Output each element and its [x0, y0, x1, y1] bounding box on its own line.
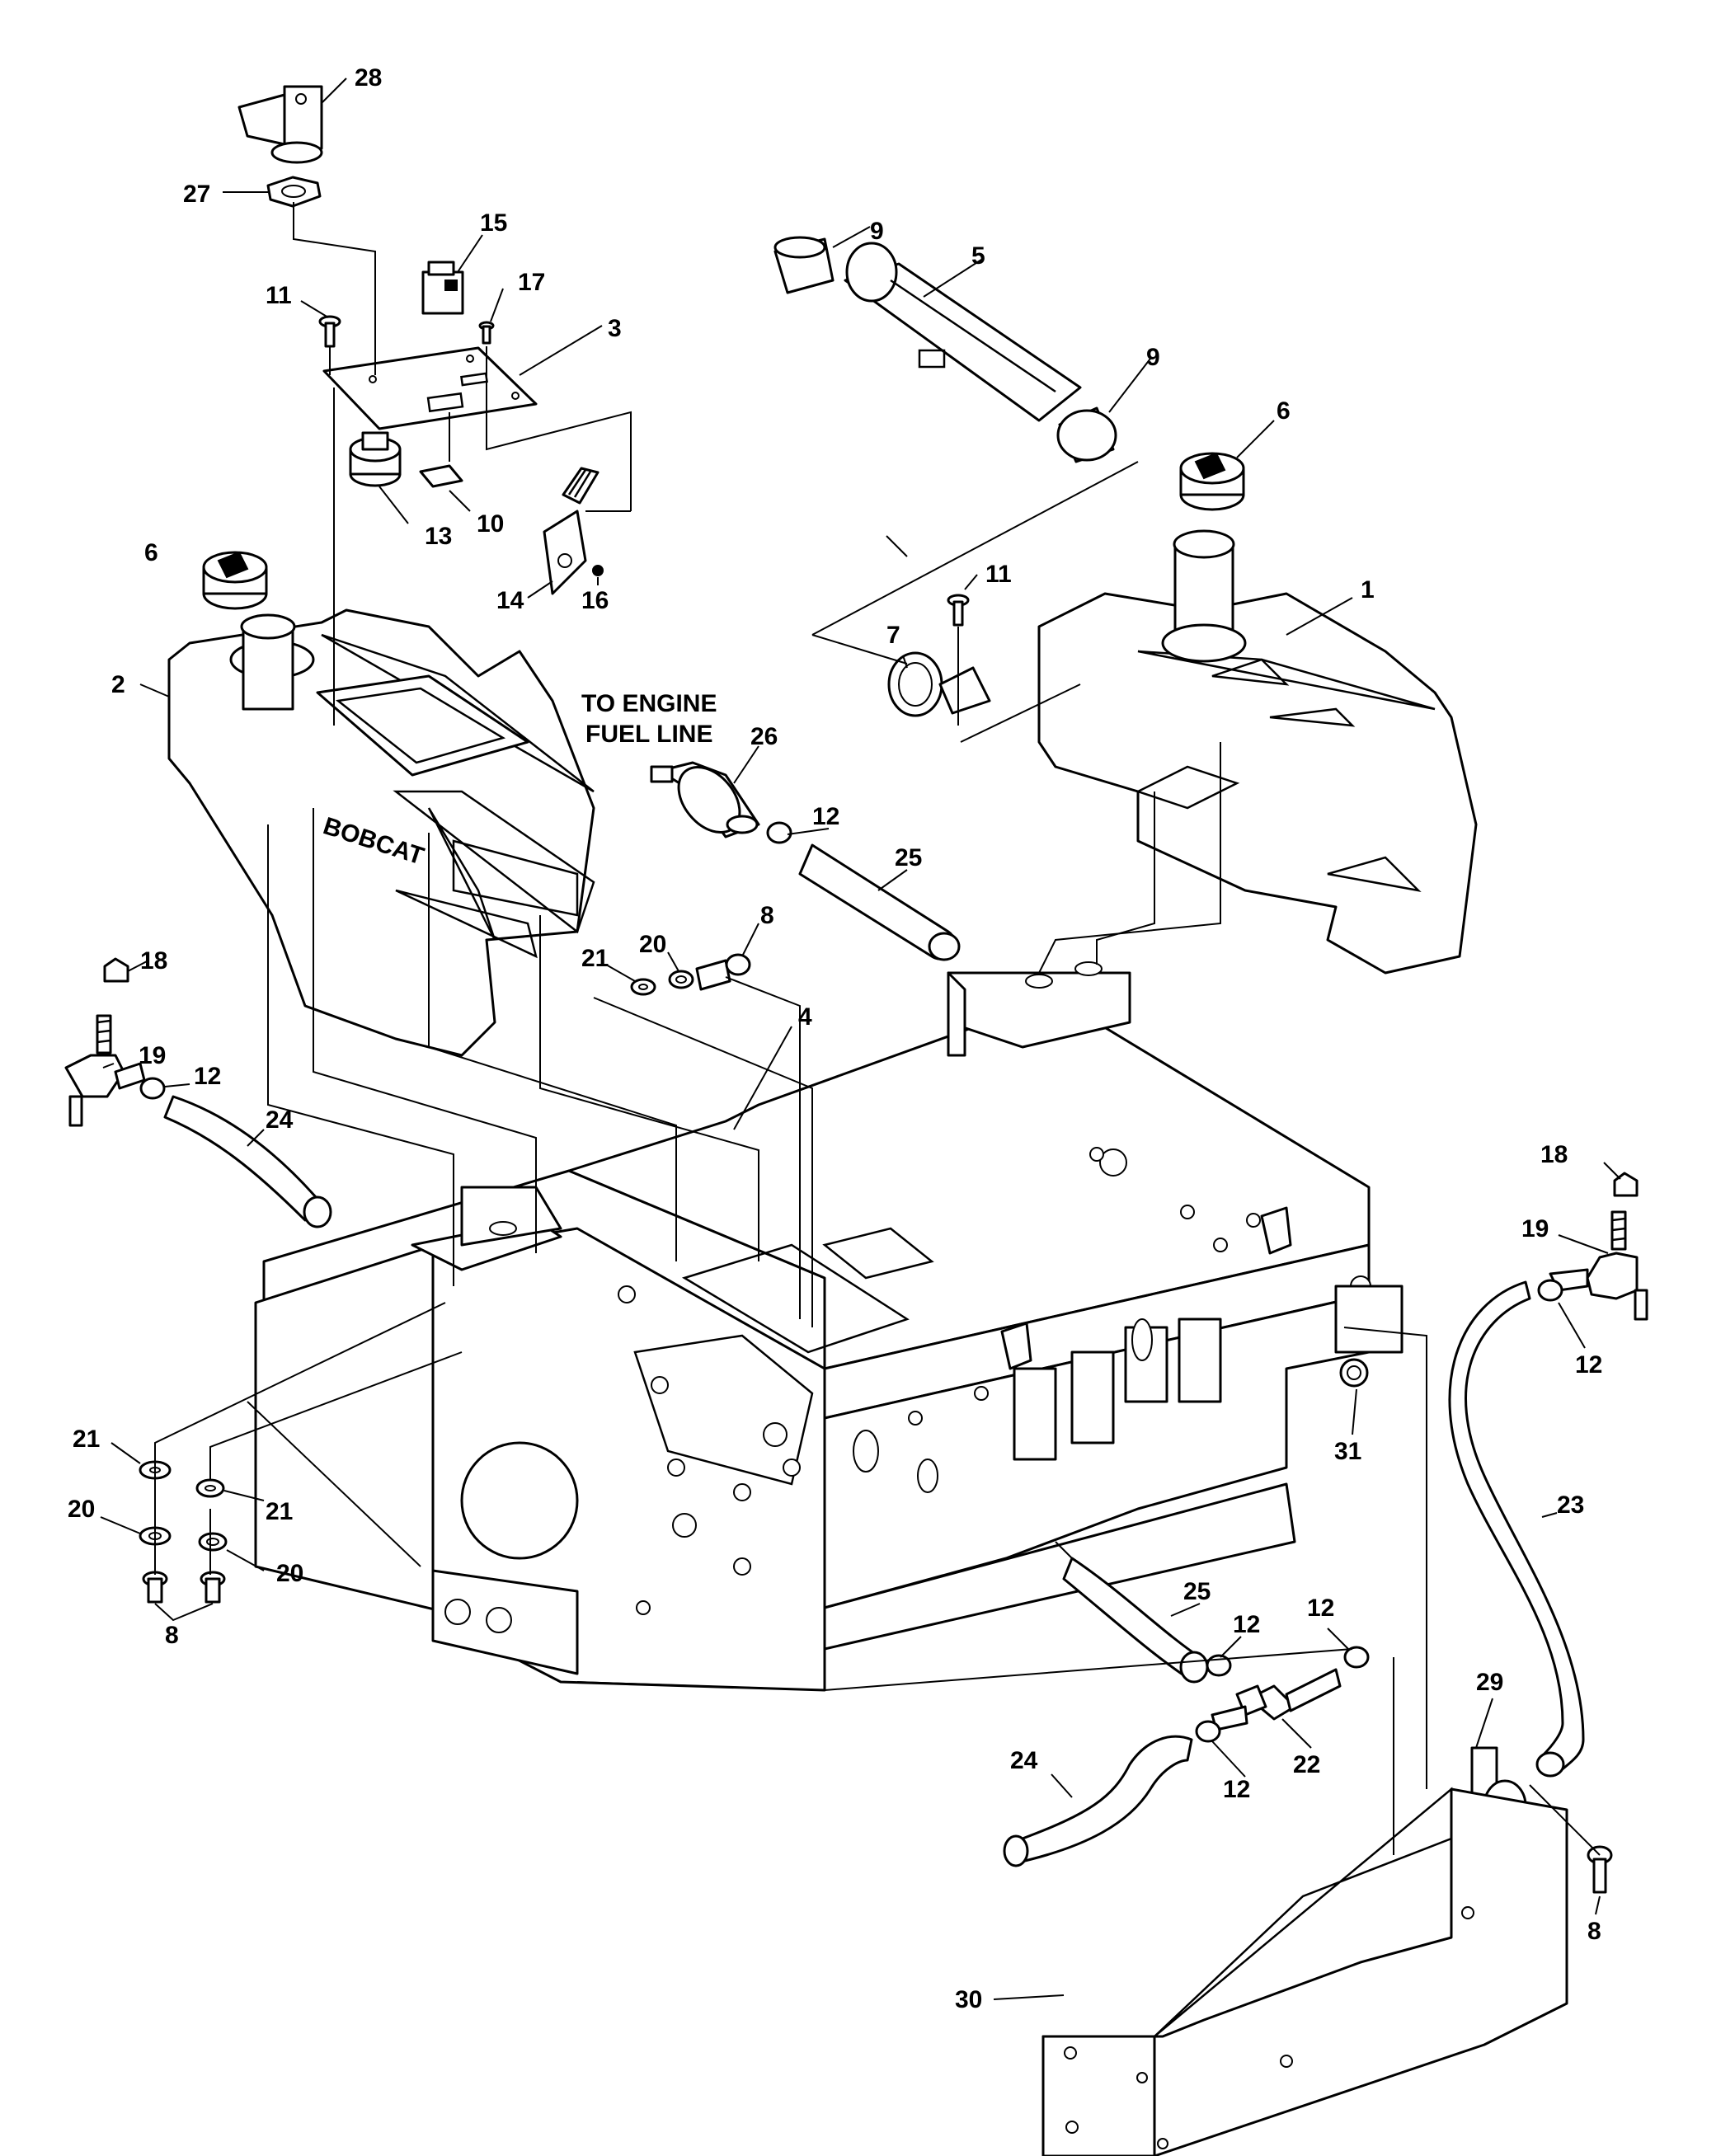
callout-1: 1 — [1361, 576, 1375, 604]
tee-fitting — [1211, 1668, 1342, 1731]
fuel-hose-24-left — [163, 1095, 332, 1228]
note-line-1: TO ENGINE — [581, 690, 717, 717]
nut-31 — [1339, 1358, 1369, 1388]
washer-21-left-b — [195, 1478, 225, 1498]
callout-21-left-b: 21 — [266, 1498, 293, 1525]
clamp-12-bottom-b — [1343, 1646, 1370, 1669]
callout-28: 28 — [355, 64, 382, 92]
callout-8-mid: 8 — [760, 902, 774, 929]
callout-17: 17 — [518, 269, 545, 296]
callout-14: 14 — [496, 587, 524, 614]
key-switch — [237, 85, 323, 164]
callout-16: 16 — [581, 587, 609, 614]
bolt-8-mid — [695, 953, 751, 991]
callout-11-right: 11 — [985, 561, 1012, 588]
callout-27: 27 — [183, 181, 210, 208]
callout-9-top: 9 — [870, 218, 884, 245]
washer-21-mid — [630, 978, 656, 996]
mounting-plate — [1041, 1787, 1568, 2156]
callout-8-right: 8 — [1587, 1918, 1601, 1945]
callout-19-left: 19 — [139, 1042, 166, 1069]
callout-12-right: 12 — [1575, 1351, 1602, 1379]
callout-20-left-b: 20 — [276, 1560, 303, 1587]
callout-4: 4 — [798, 1003, 812, 1031]
gasket — [419, 464, 463, 488]
fuel-hose-23 — [1448, 1280, 1585, 1778]
shutoff-valve-left — [64, 1014, 146, 1127]
callout-19-right: 19 — [1521, 1215, 1549, 1242]
clamp-12-filter — [766, 821, 792, 844]
throttle-lever — [543, 467, 599, 595]
bolt-11-top — [318, 315, 341, 348]
callout-24-bottom: 24 — [1010, 1747, 1038, 1774]
callout-13: 13 — [425, 523, 452, 550]
callout-12-bottom-b: 12 — [1307, 1595, 1334, 1622]
callout-6-right: 6 — [1277, 397, 1291, 425]
note-line-2: FUEL LINE — [585, 721, 712, 748]
assembly-lines — [154, 202, 1601, 1856]
callout-25-bottom: 25 — [1183, 1578, 1211, 1605]
fuel-cap-left — [202, 551, 268, 610]
callout-labels: 28 27 15 11 17 3 9 5 9 6 13 10 14 16 6 1… — [68, 64, 1602, 2013]
washer-16 — [592, 565, 604, 576]
shutoff-valve-right — [1549, 1210, 1648, 1321]
callout-6-left: 6 — [144, 539, 158, 566]
callout-30: 30 — [955, 1986, 982, 2013]
callout-leaders — [100, 78, 1621, 2000]
fuel-hose-25-top — [798, 843, 961, 961]
nut — [266, 176, 322, 208]
callout-12-bottom-a: 12 — [1233, 1611, 1260, 1638]
bolt-8-left-a — [142, 1571, 168, 1604]
cover-plate — [322, 346, 538, 430]
callout-23: 23 — [1557, 1491, 1584, 1519]
callout-18-left: 18 — [140, 947, 167, 975]
clamp-12-right — [1537, 1279, 1563, 1302]
lockwasher-20-left-b — [198, 1532, 228, 1552]
callout-21-mid: 21 — [581, 945, 609, 972]
callout-21-left-a: 21 — [73, 1426, 100, 1453]
callout-8-left: 8 — [165, 1622, 179, 1649]
cap-18-left — [103, 957, 129, 983]
main-frame — [254, 961, 1404, 1692]
fuel-cap-right — [1179, 452, 1245, 511]
callout-7: 7 — [886, 622, 900, 649]
fuel-tank-left: BOBCAT — [167, 608, 595, 1057]
callout-12-left: 12 — [194, 1063, 221, 1090]
callout-29: 29 — [1476, 1669, 1503, 1696]
callout-9-bottom: 9 — [1146, 344, 1160, 371]
bolt-8-right — [1587, 1845, 1613, 1894]
callout-26: 26 — [750, 723, 778, 750]
callout-10: 10 — [477, 510, 504, 538]
clamp-12-bottom-c — [1195, 1720, 1221, 1743]
callout-5: 5 — [971, 242, 985, 270]
clamp-12-left — [139, 1077, 166, 1100]
tube — [844, 242, 1082, 422]
callout-20-mid: 20 — [639, 931, 666, 958]
callout-31: 31 — [1334, 1438, 1361, 1465]
toggle-switch — [421, 261, 464, 315]
callout-22: 22 — [1293, 1751, 1320, 1778]
callout-20-left-a: 20 — [68, 1496, 95, 1523]
lockwasher-20-mid — [668, 970, 694, 989]
fuel-hose-24-bottom — [1003, 1735, 1193, 1867]
plug-9-bottom — [1056, 406, 1117, 463]
hose-bracket — [887, 651, 991, 717]
callout-25-top: 25 — [895, 844, 922, 871]
bolt-17 — [478, 321, 495, 345]
ignition-switch — [349, 431, 402, 487]
callout-3: 3 — [608, 315, 622, 342]
plug-9-top — [773, 236, 835, 294]
callout-15: 15 — [480, 209, 507, 237]
callout-24-left: 24 — [266, 1106, 294, 1134]
bolt-11-right — [947, 594, 970, 627]
callout-12-bottom-c: 12 — [1223, 1776, 1250, 1803]
fuel-filter — [650, 761, 760, 838]
callout-18-right: 18 — [1540, 1141, 1568, 1168]
callout-11-top: 11 — [266, 282, 292, 309]
callout-12-filter: 12 — [812, 803, 839, 830]
fuel-tank-right — [1037, 529, 1478, 975]
bolt-8-left-b — [200, 1571, 226, 1604]
callout-2: 2 — [111, 671, 125, 698]
